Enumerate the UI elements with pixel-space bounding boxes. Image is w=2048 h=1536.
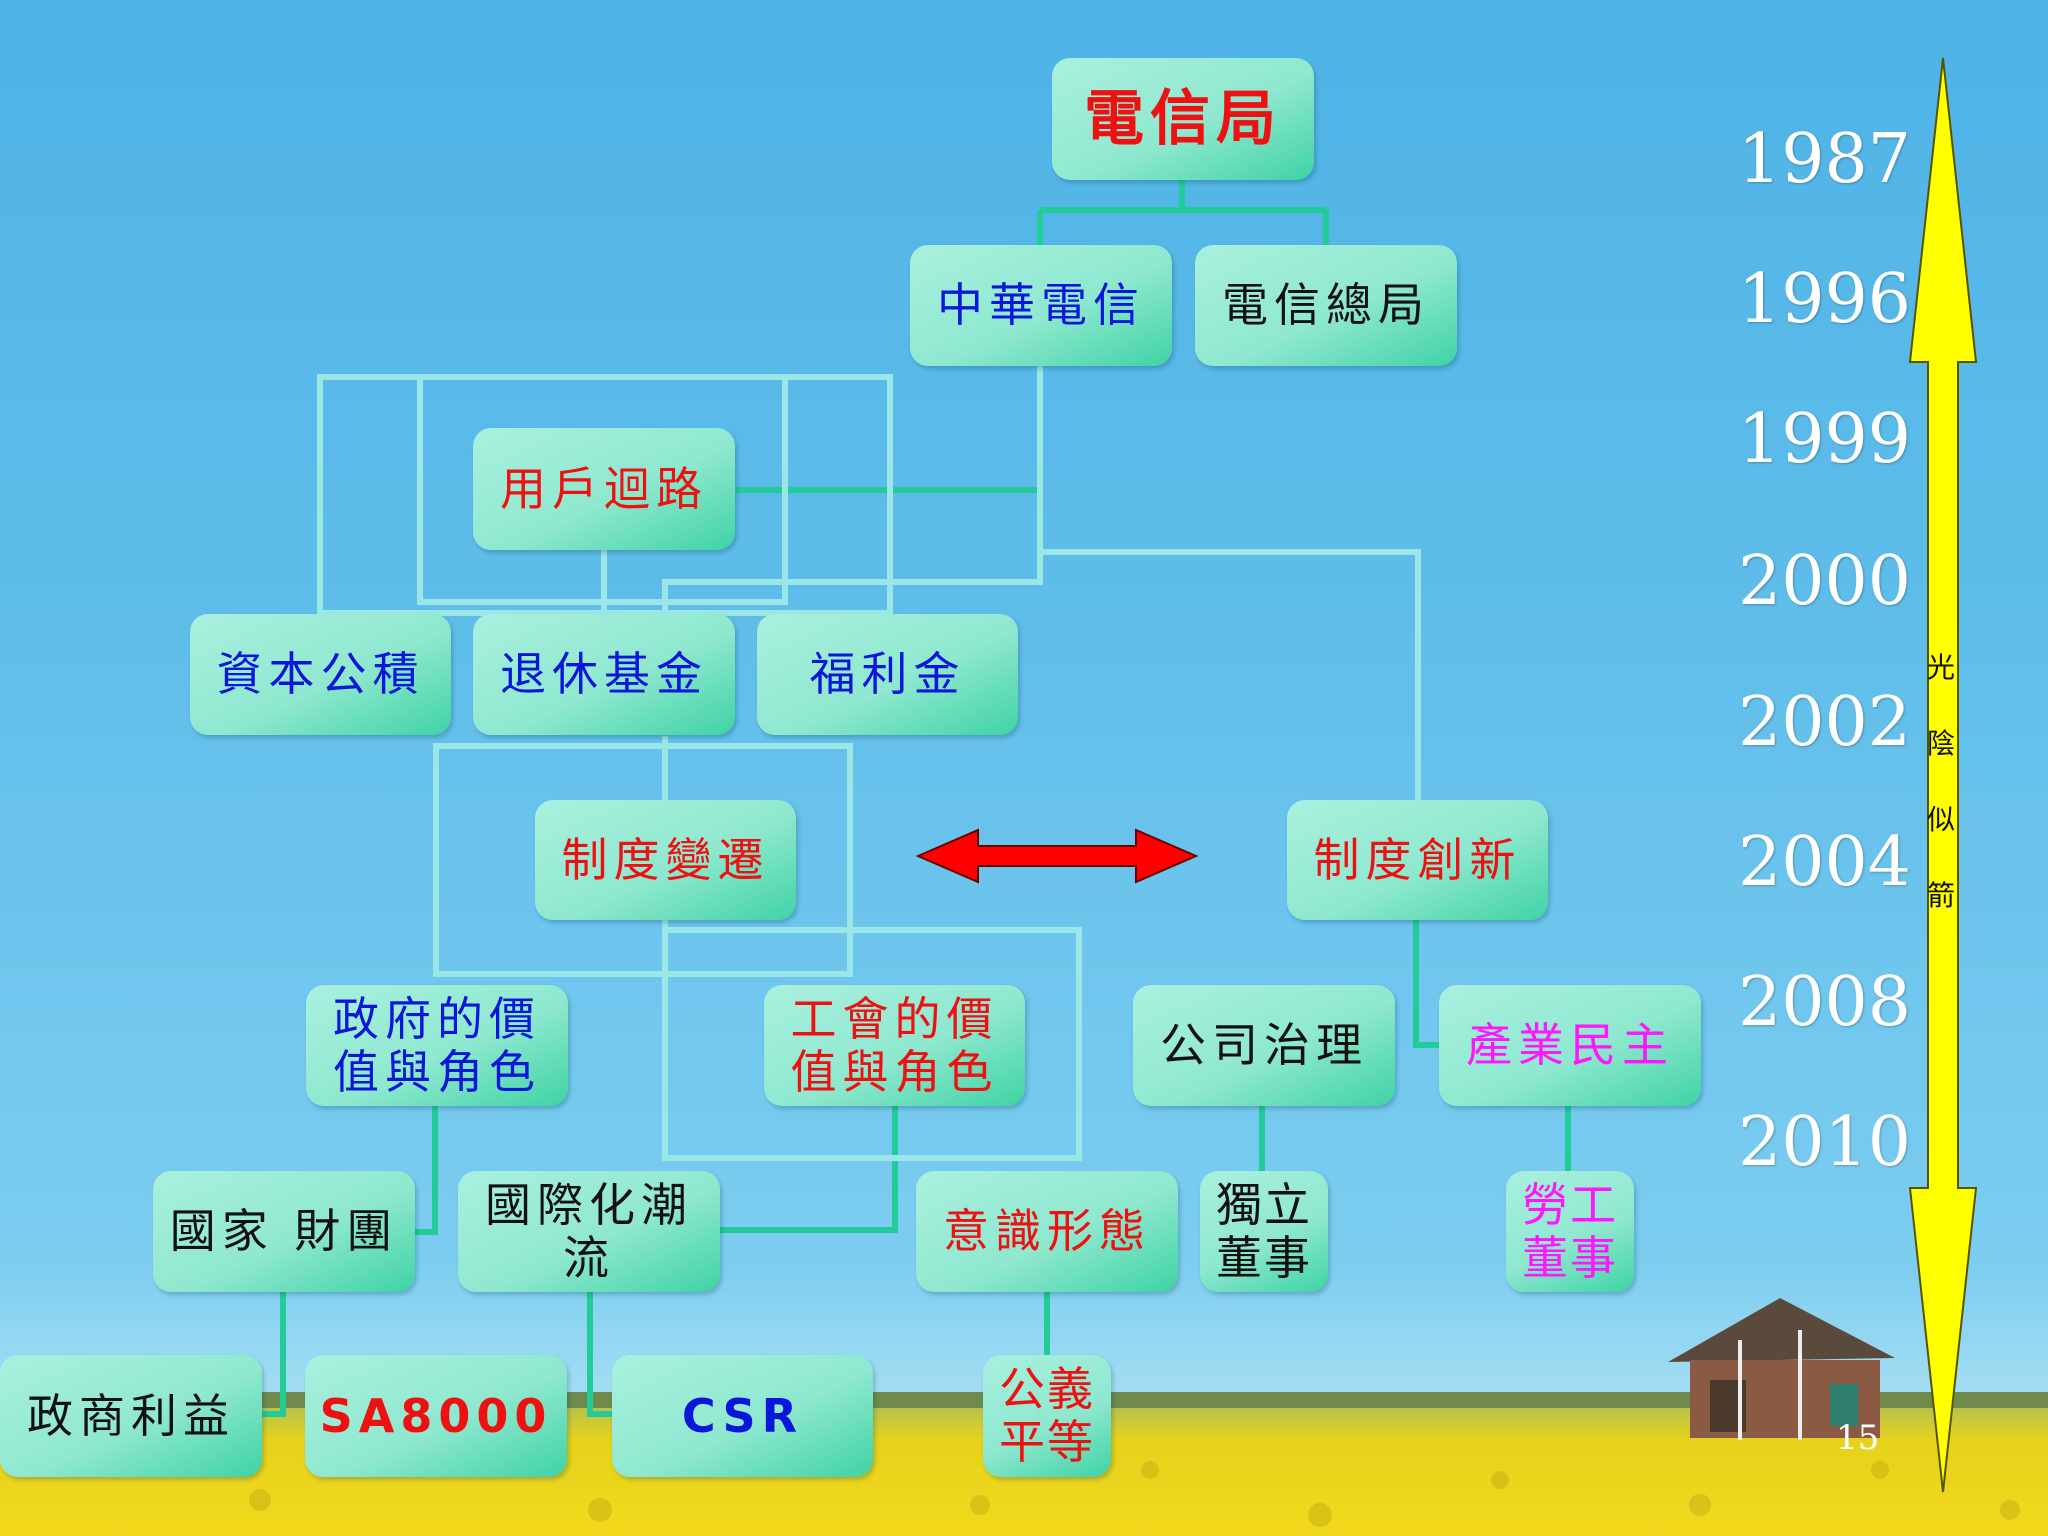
- node-label-line1: 國際化潮: [485, 1177, 693, 1232]
- node-label: 制度創新: [1313, 832, 1522, 887]
- timeline-year: 2004: [1738, 823, 1912, 902]
- node-label-line1: 公義: [999, 1362, 1095, 1417]
- node-corporate-governance: 公司治理: [1133, 985, 1395, 1106]
- node-label-line2: 值與角色: [333, 1044, 541, 1099]
- node-label: CSR: [681, 1388, 804, 1443]
- node-label: 退休基金: [500, 647, 708, 702]
- farm-house: [1668, 1298, 1895, 1440]
- node-telecom-bureau: 電信局: [1052, 58, 1314, 180]
- node-label: 用戶迴路: [500, 461, 708, 516]
- timeline-year: 1999: [1738, 400, 1912, 479]
- node-institutional-change: 制度變遷: [535, 800, 796, 920]
- node-sa8000: SA8000: [305, 1355, 567, 1477]
- timeline-year: 2008: [1738, 963, 1912, 1042]
- node-capital-reserve: 資本公積: [190, 614, 451, 735]
- node-label-line1: 工會的價: [790, 991, 999, 1046]
- node-label: 產業民主: [1466, 1018, 1674, 1073]
- node-state-capital: 國家 財團: [153, 1171, 415, 1292]
- timeline-year: 2002: [1738, 683, 1912, 762]
- node-label: SA8000: [319, 1388, 553, 1443]
- timeline-caption-char: 似: [1926, 803, 1955, 836]
- node-label-line1: 勞工: [1522, 1177, 1618, 1232]
- node-union-role: 工會的價 值與角色: [764, 985, 1025, 1106]
- timeline-caption-char: 光: [1926, 651, 1955, 684]
- node-label: 意識形態: [943, 1204, 1151, 1259]
- node-government-role: 政府的價 值與角色: [306, 985, 568, 1106]
- node-gov-business-interest: 政商利益: [0, 1355, 262, 1477]
- node-label-line2: 董事: [1216, 1230, 1312, 1285]
- node-label: 電信局: [1084, 83, 1282, 154]
- node-csr: CSR: [612, 1355, 873, 1477]
- node-ideology: 意識形態: [916, 1171, 1178, 1292]
- node-directorate-general-telecom: 電信總局: [1195, 245, 1457, 366]
- node-local-loop: 用戶迴路: [473, 428, 735, 550]
- timeline-arrow: [1908, 57, 1978, 1493]
- slide-number: 15: [1836, 1418, 1880, 1458]
- node-label: 公司治理: [1160, 1018, 1368, 1073]
- node-independent-director: 獨立 董事: [1200, 1171, 1328, 1292]
- node-label: 制度變遷: [561, 832, 770, 887]
- timeline-year: 1987: [1738, 120, 1912, 199]
- node-justice-equality: 公義 平等: [983, 1355, 1111, 1477]
- node-internationalization: 國際化潮 流: [458, 1171, 720, 1292]
- node-pension-fund: 退休基金: [473, 614, 735, 735]
- timeline-year: 2000: [1738, 542, 1912, 621]
- double-headed-arrow: [915, 828, 1199, 884]
- timeline-caption-char: 陰: [1926, 727, 1955, 760]
- connector-lines: [262, 180, 1571, 1417]
- node-label: 政商利益: [27, 1388, 235, 1443]
- node-label: 中華電信: [937, 278, 1145, 333]
- node-label: 福利金: [809, 647, 966, 702]
- node-label-line2: 平等: [999, 1415, 1095, 1469]
- node-welfare-fund: 福利金: [757, 614, 1018, 735]
- timeline-year: 1996: [1738, 260, 1912, 339]
- node-institutional-innovation: 制度創新: [1287, 800, 1548, 920]
- node-label-line2: 流: [563, 1230, 615, 1285]
- node-chunghwa-telecom: 中華電信: [910, 245, 1172, 366]
- node-label: 國家 財團: [169, 1204, 399, 1259]
- timeline-year: 2010: [1738, 1103, 1912, 1182]
- node-label-line1: 獨立: [1216, 1177, 1312, 1232]
- node-label-line2: 值與角色: [790, 1044, 999, 1099]
- timeline-caption-char: 箭: [1926, 879, 1955, 912]
- node-industrial-democracy: 產業民主: [1439, 985, 1701, 1106]
- node-label: 資本公積: [216, 647, 425, 702]
- node-label-line2: 董事: [1522, 1230, 1618, 1285]
- node-labor-director: 勞工 董事: [1506, 1171, 1634, 1292]
- node-label-line1: 政府的價: [333, 991, 541, 1046]
- node-label: 電信總局: [1222, 278, 1430, 333]
